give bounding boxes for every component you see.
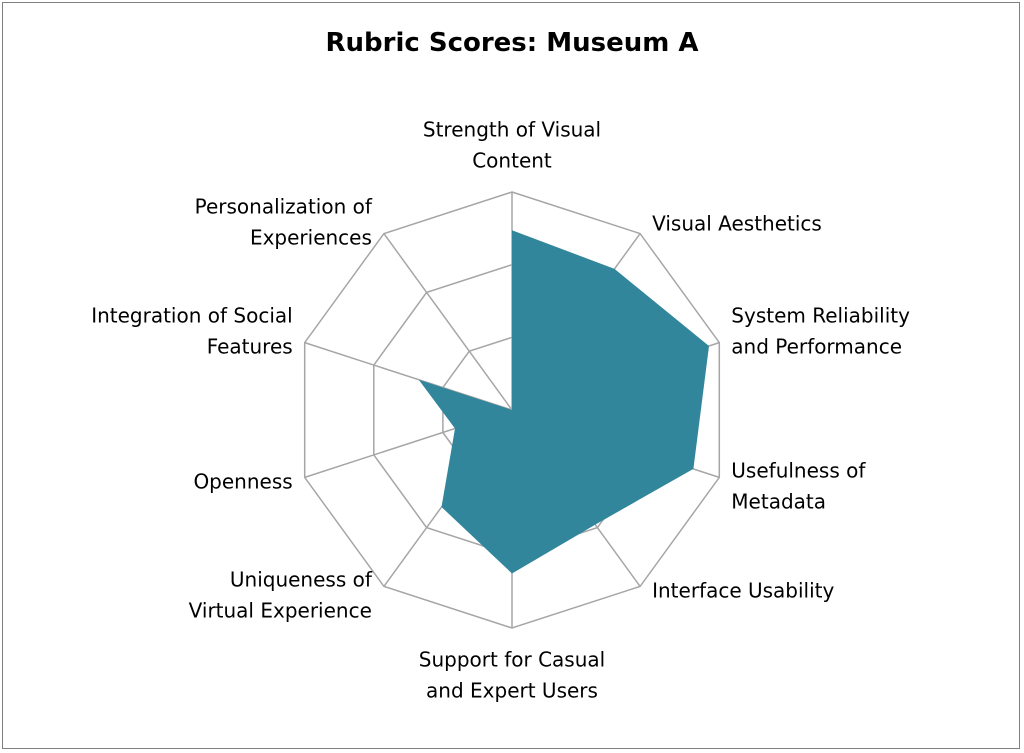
axis-label-4: Interface Usability xyxy=(652,578,834,602)
axis-label-1: Visual Aesthetics xyxy=(652,212,822,236)
axis-label-7: Openness xyxy=(193,469,292,493)
chart-title: Rubric Scores: Museum A xyxy=(325,28,699,58)
spoke-8 xyxy=(304,341,513,411)
series-area-0 xyxy=(418,230,709,574)
radar-series xyxy=(418,230,710,574)
spoke-9 xyxy=(383,233,513,411)
